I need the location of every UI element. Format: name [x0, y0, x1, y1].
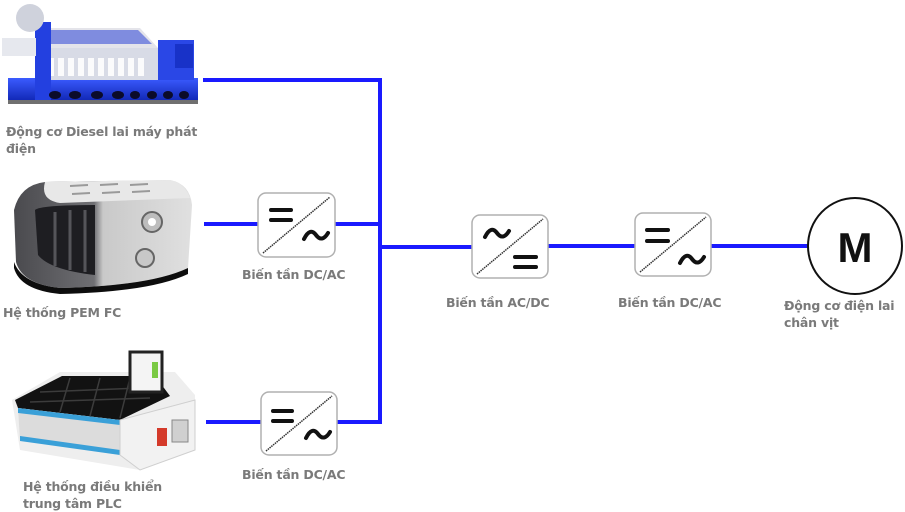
converter-pem-inverter: [257, 192, 336, 258]
ac-symbol-icon: [483, 227, 511, 239]
dc-symbol-icon: [269, 208, 293, 222]
label-line: chân vịt: [784, 315, 839, 330]
ac-symbol-icon: [678, 253, 706, 265]
label-line: điện: [6, 141, 36, 156]
label-line: Động cơ điện lai: [784, 298, 895, 313]
diesel-generator-image: [2, 4, 198, 104]
ac-symbol-icon: [302, 229, 330, 241]
pem-inverter-label: Biến tần DC/AC: [242, 267, 346, 282]
converter-motor-inverter: [634, 212, 712, 277]
motor-symbol: M: [838, 224, 873, 271]
converter-plc-inverter: [260, 391, 338, 456]
bus-lines: [203, 78, 809, 424]
dc-symbol-icon: [645, 228, 670, 243]
rectifier-label: Biến tần AC/DC: [446, 295, 550, 310]
plc-system-label: Hệ thống điều khiển trung tâm PLC: [23, 478, 162, 512]
label-line: Hệ thống PEM FC: [3, 305, 122, 320]
motor-inverter-label: Biến tần DC/AC: [618, 295, 722, 310]
ac-symbol-icon: [304, 428, 332, 440]
propulsion-motor: M: [807, 197, 903, 295]
plc-inverter-label: Biến tần DC/AC: [242, 467, 346, 482]
fuel-cell-image: [14, 180, 192, 294]
pem-fc-label: Hệ thống PEM FC: [3, 304, 121, 321]
converter-rectifier: [471, 214, 549, 279]
diesel-feed-line: [203, 78, 382, 424]
label-line: trung tâm PLC: [23, 496, 122, 511]
battery-system-image: [12, 350, 196, 471]
diesel-generator-label: Động cơ Diesel lai máy phát điện: [6, 123, 197, 157]
dc-symbol-icon: [271, 409, 294, 423]
motor-label: Động cơ điện lai chân vịt: [784, 297, 895, 331]
label-line: Động cơ Diesel lai máy phát: [6, 124, 198, 139]
label-line: Hệ thống điều khiển: [23, 479, 162, 494]
dc-symbol-icon: [513, 255, 538, 269]
